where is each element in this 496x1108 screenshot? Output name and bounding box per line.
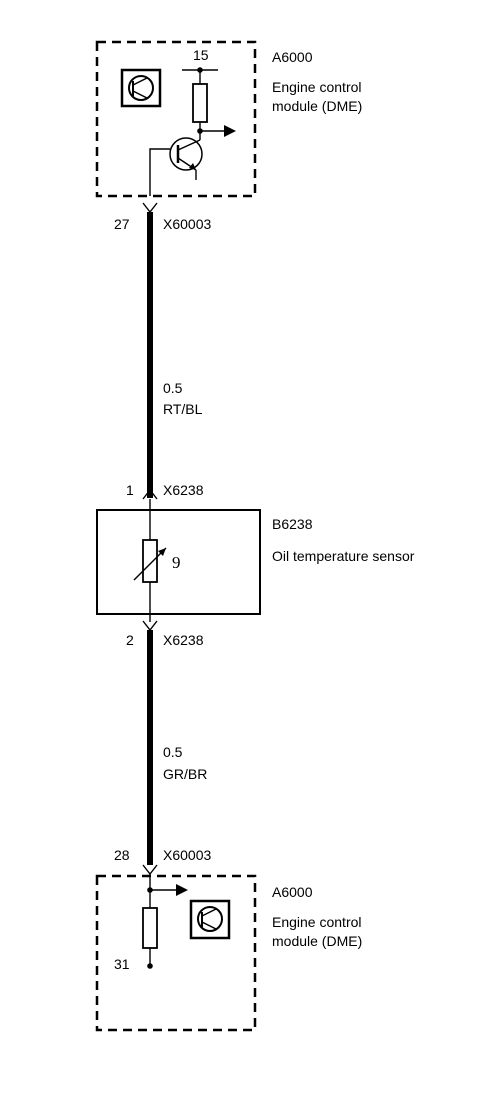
- wire-2-cross-section: 0.5: [163, 744, 183, 760]
- signal-lead: [149, 148, 170, 196]
- sensor-connector-pin2-id: X6238: [163, 632, 204, 648]
- sensor-connector-pin1-symbol: [142, 488, 158, 500]
- bottom-module-name-line2: module (DME): [272, 933, 362, 949]
- top-connector: 27 X60003: [114, 202, 211, 232]
- wire-1-cross-section: 0.5: [163, 380, 183, 396]
- top-connector-symbol: [142, 202, 158, 214]
- bottom-connector: 28 X60003: [114, 847, 211, 876]
- sensor-name: Oil temperature sensor: [272, 548, 415, 564]
- pullup-resistor: [192, 83, 208, 123]
- top-connector-pin: 27: [114, 216, 130, 232]
- wire-2: 0.5 GR/BR: [147, 630, 207, 865]
- wire-1: 0.5 RT/BL: [147, 212, 203, 498]
- sensor-connector-pin1: 1 X6238: [126, 482, 204, 500]
- top-module-boundary: [95, 40, 257, 198]
- top-module-name-line1: Engine control: [272, 79, 362, 95]
- top-module-name-line2: module (DME): [272, 98, 362, 114]
- bottom-connector-id: X60003: [163, 847, 211, 863]
- supply-terminal-label: 15: [193, 47, 209, 63]
- top-module: 15 A6000 Engine control module (DME): [95, 40, 362, 198]
- transistor-symbol-icon: [120, 68, 162, 108]
- sensor-connector-pin1-id: X6238: [163, 482, 204, 498]
- sensor-connector-pin2-pin: 2: [126, 632, 134, 648]
- sensor-boundary: [96, 509, 261, 615]
- pulldown-resistor: [142, 907, 158, 949]
- transistor-icon: [169, 137, 203, 180]
- bottom-module-name-line1: Engine control: [272, 914, 362, 930]
- top-connector-id: X60003: [163, 216, 211, 232]
- transistor-symbol-icon: [189, 899, 231, 940]
- ground-node: [147, 963, 153, 969]
- ground-terminal-label: 31: [114, 956, 130, 972]
- wire-2-color-code: GR/BR: [163, 766, 207, 782]
- temperature-symbol: 9: [172, 553, 181, 572]
- oil-temperature-sensor: 9 B6238 Oil temperature sensor: [96, 499, 415, 622]
- wire-1-color-code: RT/BL: [163, 401, 203, 417]
- bottom-module-id: A6000: [272, 884, 313, 900]
- variable-arrow-head-icon: [158, 548, 166, 556]
- sensor-id: B6238: [272, 516, 313, 532]
- bottom-connector-pin: 28: [114, 847, 130, 863]
- sensor-connector-pin2: 2 X6238: [126, 620, 204, 648]
- thermistor-resistor: [142, 539, 158, 583]
- output-arrow-icon: [224, 125, 236, 137]
- sensor-connector-pin1-pin: 1: [126, 482, 134, 498]
- sensor-connector-pin2-symbol: [142, 620, 158, 632]
- bottom-connector-symbol: [142, 864, 158, 876]
- top-module-id: A6000: [272, 49, 313, 65]
- input-arrow-icon: [176, 884, 188, 896]
- bottom-module-boundary: [95, 874, 257, 1032]
- bottom-module: 31 A6000 Engine control module (DME): [95, 874, 362, 1032]
